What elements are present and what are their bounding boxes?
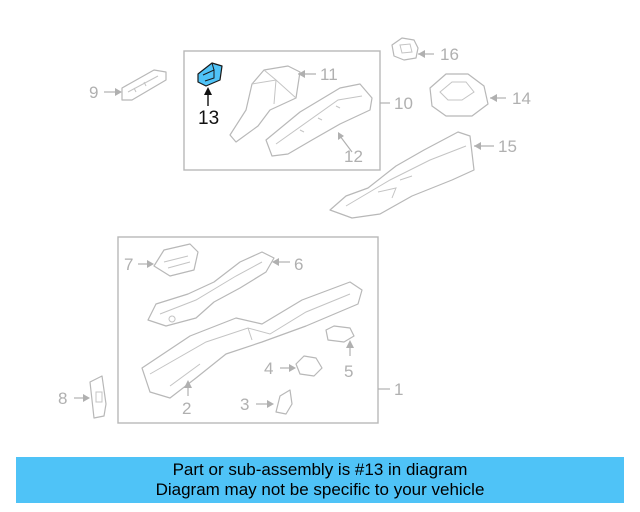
part-2[interactable] xyxy=(141,281,363,399)
banner-line-disclaimer: Diagram may not be specific to your vehi… xyxy=(155,480,485,499)
arrow-11 xyxy=(298,70,305,78)
arrow-16 xyxy=(418,50,425,58)
arrow-15 xyxy=(474,142,481,150)
part-4[interactable] xyxy=(295,355,323,377)
banner-line-part: Part or sub-assembly is #13 in diagram xyxy=(172,460,468,479)
callout-4: 4 xyxy=(264,359,273,378)
callout-6: 6 xyxy=(294,255,303,274)
part-3[interactable] xyxy=(275,389,293,415)
part-16[interactable] xyxy=(391,37,419,61)
part-5[interactable] xyxy=(325,325,355,343)
arrow-5 xyxy=(346,340,354,348)
arrow-2 xyxy=(184,380,192,388)
arrow-12 xyxy=(338,132,344,140)
callout-13[interactable]: 13 xyxy=(198,108,219,129)
callout-16: 16 xyxy=(440,45,459,64)
lower-group-box xyxy=(117,236,379,424)
part-7[interactable] xyxy=(153,243,199,277)
arrow-4 xyxy=(289,364,296,372)
callout-14: 14 xyxy=(512,89,531,108)
callout-8: 8 xyxy=(58,389,67,408)
arrow-8 xyxy=(83,394,90,402)
arrow-14 xyxy=(490,94,497,102)
callout-10: 10 xyxy=(394,94,413,113)
part-14[interactable] xyxy=(429,73,489,117)
callout-3: 3 xyxy=(240,395,249,414)
part-8[interactable] xyxy=(89,375,107,419)
part-9[interactable] xyxy=(121,69,167,101)
part-13[interactable] xyxy=(197,62,223,87)
callout-7: 7 xyxy=(124,255,133,274)
callout-11: 11 xyxy=(320,65,338,84)
callout-1: 1 xyxy=(394,380,403,399)
arrow-7 xyxy=(147,260,154,268)
arrow-3 xyxy=(267,400,274,408)
arrow-13 xyxy=(204,87,212,95)
callout-2: 2 xyxy=(182,399,191,418)
callout-9: 9 xyxy=(89,83,98,102)
callout-5: 5 xyxy=(344,362,353,381)
part-12[interactable] xyxy=(265,83,373,157)
callout-12: 12 xyxy=(344,147,363,166)
parts-diagram: 16 9 13 11 12 10 14 15 xyxy=(58,37,531,424)
leader-12 xyxy=(339,135,353,153)
arrow-6 xyxy=(272,258,279,266)
part-6[interactable] xyxy=(147,251,275,327)
arrow-9 xyxy=(115,88,122,96)
part-11[interactable] xyxy=(229,65,301,143)
callout-15: 15 xyxy=(498,137,517,156)
part-15[interactable] xyxy=(329,131,475,219)
upper-group-box xyxy=(183,50,381,171)
info-banner: Part or sub-assembly is #13 in diagram D… xyxy=(16,457,624,503)
